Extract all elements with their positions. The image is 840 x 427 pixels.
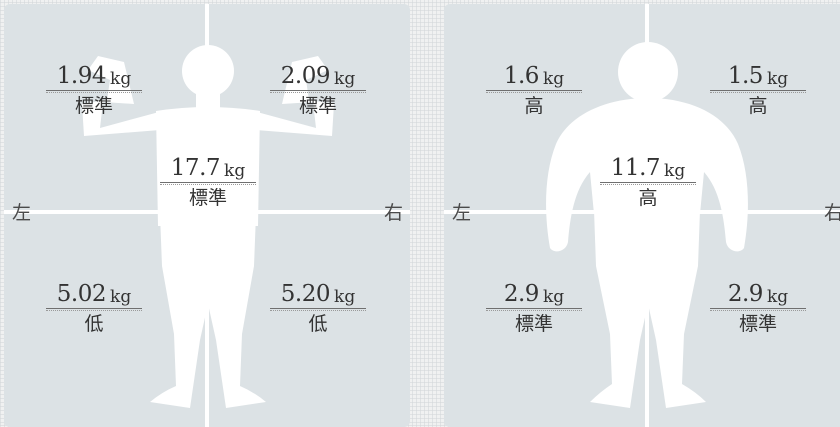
right-side-label: 右 <box>824 202 840 224</box>
unit-label: kg <box>664 161 686 181</box>
left-leg-value: 2.9 <box>503 281 540 307</box>
left-arm-status: 高 <box>524 95 544 117</box>
right-side-label: 右 <box>384 202 404 224</box>
muscular-body-silhouette <box>82 45 334 408</box>
right-leg-reading: 2.9 kg 標準 <box>710 280 806 334</box>
right-arm-status: 高 <box>748 95 768 117</box>
muscle-segment-panel: 左 右 1.94 kg 標準 2.09 kg 標準 17.7 kg 標準 5.0… <box>4 4 410 427</box>
left-leg-value: 5.02 <box>56 281 107 307</box>
left-arm-value: 1.94 <box>56 63 107 89</box>
left-leg-reading: 5.02 kg 低 <box>46 280 142 334</box>
left-arm-reading: 1.6 kg 高 <box>486 62 582 116</box>
reading-underline <box>486 90 582 93</box>
right-leg-status: 標準 <box>738 313 777 335</box>
unit-label: kg <box>334 69 356 89</box>
reading-underline <box>270 90 366 93</box>
reading-underline <box>600 182 696 185</box>
left-arm-reading: 1.94 kg 標準 <box>46 62 142 116</box>
trunk-status: 高 <box>638 187 658 209</box>
right-arm-reading: 2.09 kg 標準 <box>270 62 366 116</box>
reading-underline <box>270 308 366 311</box>
left-leg-reading: 2.9 kg 標準 <box>486 280 582 334</box>
reading-underline <box>46 90 142 93</box>
right-leg-reading: 5.20 kg 低 <box>270 280 366 334</box>
right-arm-status: 標準 <box>298 95 337 117</box>
trunk-status: 標準 <box>188 187 227 209</box>
right-arm-value: 1.5 <box>727 63 764 89</box>
left-side-label: 左 <box>452 202 472 224</box>
right-leg-value: 2.9 <box>727 281 764 307</box>
right-leg-value: 5.20 <box>280 281 331 307</box>
unit-label: kg <box>110 69 132 89</box>
fat-segment-panel: 左 右 1.6 kg 高 1.5 kg 高 11.7 kg 高 2.9 kg 標… <box>444 4 840 427</box>
unit-label: kg <box>542 287 565 307</box>
trunk-reading: 17.7 kg 標準 <box>160 154 256 208</box>
trunk-value: 11.7 <box>610 155 661 181</box>
reading-underline <box>710 308 806 311</box>
unit-label: kg <box>766 287 789 307</box>
left-leg-status: 標準 <box>514 313 553 335</box>
right-arm-reading: 1.5 kg 高 <box>710 62 806 116</box>
trunk-value: 17.7 <box>170 155 221 181</box>
unit-label: kg <box>224 161 246 181</box>
right-leg-status: 低 <box>308 313 328 335</box>
unit-label: kg <box>334 287 356 307</box>
reading-underline <box>710 90 806 93</box>
left-arm-value: 1.6 <box>503 63 540 89</box>
unit-label: kg <box>542 69 565 89</box>
left-side-label: 左 <box>12 202 32 224</box>
trunk-reading: 11.7 kg 高 <box>600 154 696 208</box>
rounded-body-silhouette <box>546 42 748 408</box>
right-arm-value: 2.09 <box>280 63 331 89</box>
reading-underline <box>46 308 142 311</box>
reading-underline <box>486 308 582 311</box>
reading-underline <box>160 182 256 185</box>
unit-label: kg <box>766 69 789 89</box>
left-leg-status: 低 <box>84 313 104 335</box>
left-arm-status: 標準 <box>74 95 113 117</box>
unit-label: kg <box>110 287 132 307</box>
